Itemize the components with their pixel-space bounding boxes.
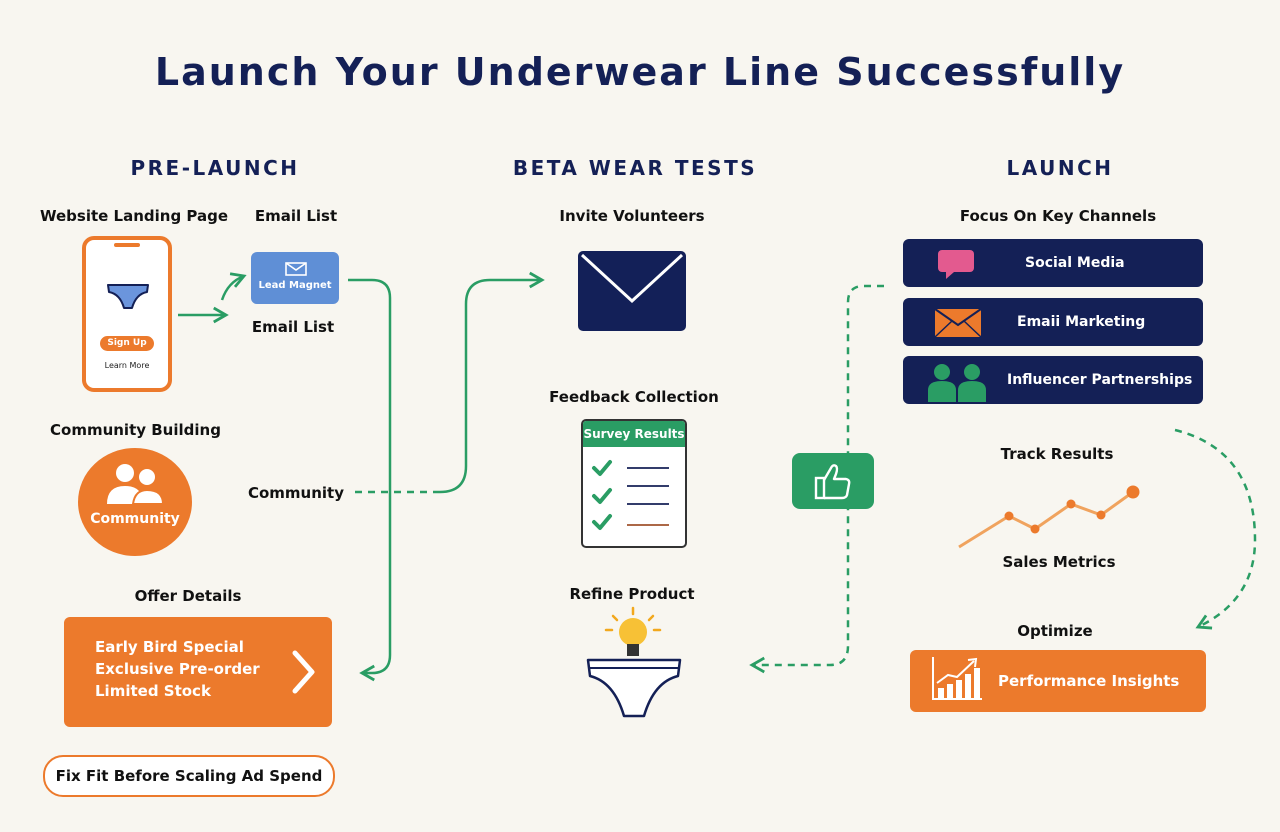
arrow-track-to-optimize	[1174, 428, 1257, 630]
chevron-right-icon	[292, 650, 315, 694]
survey-title: Survey Results	[583, 421, 685, 447]
page-title: Launch Your Underwear Line Successfully	[154, 50, 1126, 94]
underwear-icon	[107, 284, 149, 309]
optimize-label: Optimize	[1017, 622, 1093, 640]
lightbulb-icon	[604, 606, 662, 656]
performance-insights-text: Performance Insights	[998, 672, 1180, 690]
lead-magnet-card: Lead Magnet	[251, 252, 339, 304]
mail-icon	[285, 262, 307, 276]
feedback-collection-label: Feedback Collection	[549, 388, 719, 406]
thumbs-up-icon	[814, 464, 851, 500]
launch-heading: LAUNCH	[1006, 156, 1114, 180]
channel-email-marketing[interactable]: Emaii Marketing	[903, 298, 1203, 346]
track-results-label: Track Results	[1000, 445, 1114, 463]
channel-label: Social Media	[1025, 255, 1125, 271]
community-label: Community	[247, 484, 345, 502]
arrow-community-to-invite	[439, 271, 545, 494]
community-circle: Community	[78, 448, 192, 556]
offer-card[interactable]: Early Bird Special Exclusive Pre-order L…	[64, 617, 332, 727]
offer-line-2: Exclusive Pre-order	[95, 660, 260, 678]
arrow-lead-to-offer	[348, 278, 392, 682]
channel-label: Emaii Marketing	[1017, 314, 1146, 330]
envelope-flap	[580, 253, 684, 304]
arrow-channels-to-refine	[749, 284, 884, 674]
people-icon	[107, 464, 165, 505]
phone-mockup: Sign Up Learn More	[82, 236, 172, 392]
invite-volunteers-label: Invite Volunteers	[559, 207, 705, 225]
checklist	[592, 460, 669, 530]
community-circle-text: Community	[90, 511, 180, 527]
envelope-icon	[934, 308, 982, 338]
fix-fit-note: Fix Fit Before Scaling Ad Spend	[43, 755, 335, 797]
channel-label: Influencer Partnerships	[1007, 372, 1193, 388]
beta-heading: BETA WEAR TESTS	[512, 156, 758, 180]
line-chart-icon	[958, 485, 1140, 549]
underwear-icon	[586, 658, 682, 718]
survey-card: Survey Results	[581, 419, 687, 548]
offer-details-label: Offer Details	[134, 587, 242, 605]
email-list-caption: Email List	[251, 318, 335, 336]
performance-insights-card[interactable]: Performance Insights	[910, 650, 1206, 712]
envelope-icon	[578, 251, 686, 331]
bar-chart-icon	[932, 657, 982, 700]
landing-page-label: Website Landing Page	[40, 207, 229, 225]
refine-product-label: Refine Product	[569, 585, 695, 603]
offer-line-1: Early Bird Special	[95, 638, 244, 656]
thumbs-up-badge	[792, 453, 874, 509]
community-building-label: Community Building	[50, 421, 221, 439]
people-icon	[928, 364, 986, 402]
email-list-label: Email List	[254, 207, 338, 225]
offer-line-3: Limited Stock	[95, 682, 211, 700]
refine-illustration	[586, 606, 682, 718]
lead-magnet-text: Lead Magnet	[258, 280, 332, 291]
phone-notch	[114, 243, 140, 247]
chat-bubble-icon	[938, 250, 974, 279]
key-channels-label: Focus On Key Channels	[959, 207, 1157, 225]
learn-more-link[interactable]: Learn More	[104, 361, 150, 370]
signup-button[interactable]: Sign Up	[100, 336, 154, 351]
arrow-curve-to-lead	[220, 272, 247, 301]
pre-launch-heading: PRE-LAUNCH	[130, 156, 300, 180]
sales-metrics-label: Sales Metrics	[1002, 553, 1116, 571]
channel-social-media[interactable]: Social Media	[903, 239, 1203, 287]
checkmark-icon	[592, 460, 612, 530]
channel-influencer-partnerships[interactable]: Influencer Partnerships	[903, 356, 1203, 404]
